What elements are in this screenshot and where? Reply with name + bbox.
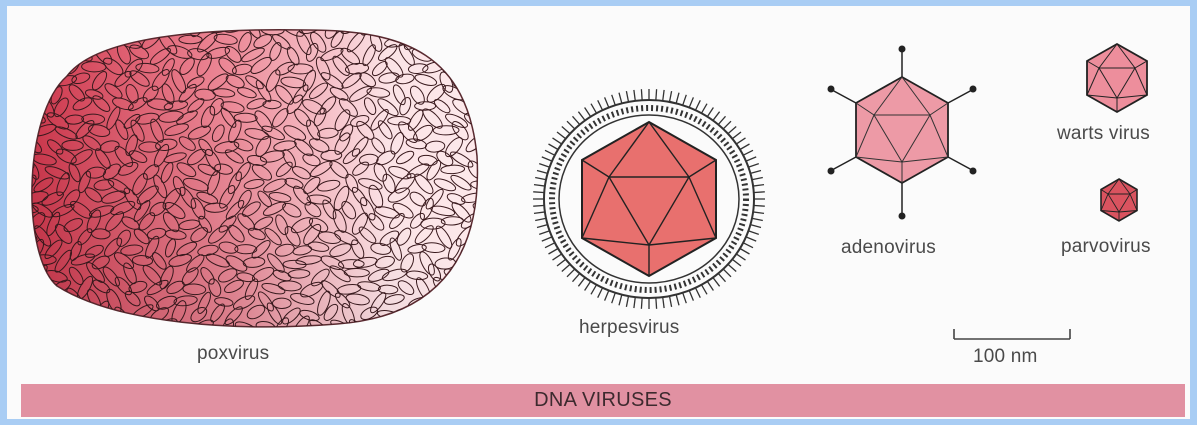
surface-tubule [147,21,169,35]
surface-tubule [8,209,29,235]
surface-tubule [445,295,468,305]
surface-tubule [463,84,485,97]
surface-tubule [452,43,474,69]
surface-tubule [7,136,30,154]
surface-tubule [7,182,27,208]
surface-tubule [421,320,448,336]
surface-tubule [75,23,94,34]
surface-tubule [7,111,24,122]
banner-title: DNA VIRUSES [534,389,672,412]
surface-tubule [471,97,498,114]
surface-tubule [48,31,65,51]
surface-tubule [21,314,46,335]
surface-tubule [432,19,458,35]
surface-tubule [441,322,464,335]
surface-tubule [95,19,113,40]
surface-tubule [427,35,448,48]
surface-tubule [454,307,478,326]
surface-tubule [384,315,408,341]
surface-tubule [7,83,26,101]
surface-tubule [21,291,48,312]
parvovirus-label: parvovirus [1061,236,1151,258]
surface-tubule [17,306,41,323]
surface-tubule [33,71,54,86]
surface-tubule [456,15,474,38]
surface-tubule [36,43,59,68]
surface-tubule [475,273,494,299]
surface-tubule [63,312,83,337]
surface-tubule [405,318,430,334]
surface-tubule [10,61,30,78]
surface-tubule [7,267,29,288]
surface-tubule [423,297,444,308]
surface-tubule [441,33,462,46]
surface-tubule [12,21,34,39]
surface-tubule [14,93,33,119]
surface-tubule [14,118,40,142]
surface-tubule [100,319,122,338]
surface-tubule [52,21,78,37]
surface-tubule [8,31,32,53]
scale-bar-label: 100 nm [973,346,1038,368]
surface-tubule [176,324,198,336]
surface-tubule [128,15,151,39]
surface-tubule [75,302,94,326]
surface-tubule [52,308,74,319]
surface-tubule [471,258,491,268]
surface-tubule [461,265,482,287]
adenovirus-particle [828,46,977,220]
surface-tubule [40,318,64,332]
surface-tubule [12,42,34,61]
surface-tubule [83,316,107,340]
surface-tubule [455,283,473,293]
surface-tubule [364,319,391,332]
warts-virus-particle [1087,44,1147,112]
surface-tubule [463,35,484,51]
surface-tubule [44,290,66,314]
surface-tubule [460,60,484,75]
surface-tubule [7,235,27,258]
surface-tubule [7,166,32,180]
surface-tubule [13,280,38,298]
warts-virus-label: warts virus [1057,123,1150,145]
surface-tubule [7,293,26,307]
adenovirus-label: adenovirus [841,237,936,259]
poxvirus-particle [7,15,497,342]
herpesvirus-particle [533,89,765,309]
surface-tubule [111,16,132,41]
surface-tubule [61,29,82,54]
surface-tubule [40,58,64,75]
surface-tubule [33,21,58,34]
surface-tubule [473,41,494,65]
herpesvirus-label: herpesvirus [579,317,679,339]
surface-tubule [412,23,432,34]
surface-tubule [461,316,480,336]
surface-tubule [13,251,33,273]
surface-tubule [54,47,79,64]
surface-tubule [459,293,482,310]
surface-tubule [399,17,416,37]
figure-panel: poxvirus herpesvirus adenovirus warts vi… [7,6,1190,419]
scale-bar [954,329,1070,339]
dna-viruses-banner: DNA VIRUSES [21,384,1185,417]
poxvirus-label: poxvirus [197,343,269,365]
surface-tubule [26,57,51,81]
surface-tubule [124,317,144,343]
surface-tubule [413,302,432,322]
surface-tubule [82,36,109,51]
surface-tubule [473,20,494,40]
surface-tubule [27,84,45,105]
surface-tubule [432,305,456,326]
surface-tubule [32,308,56,322]
surface-tubule [24,32,45,50]
parvovirus-particle [1101,179,1137,221]
surface-tubule [7,325,25,335]
surface-tubule [473,228,494,248]
surface-tubule [138,319,160,338]
surface-tubule [475,306,495,319]
surface-tubule [433,40,458,65]
surface-tubule [469,74,490,89]
surface-tubule [13,74,37,88]
